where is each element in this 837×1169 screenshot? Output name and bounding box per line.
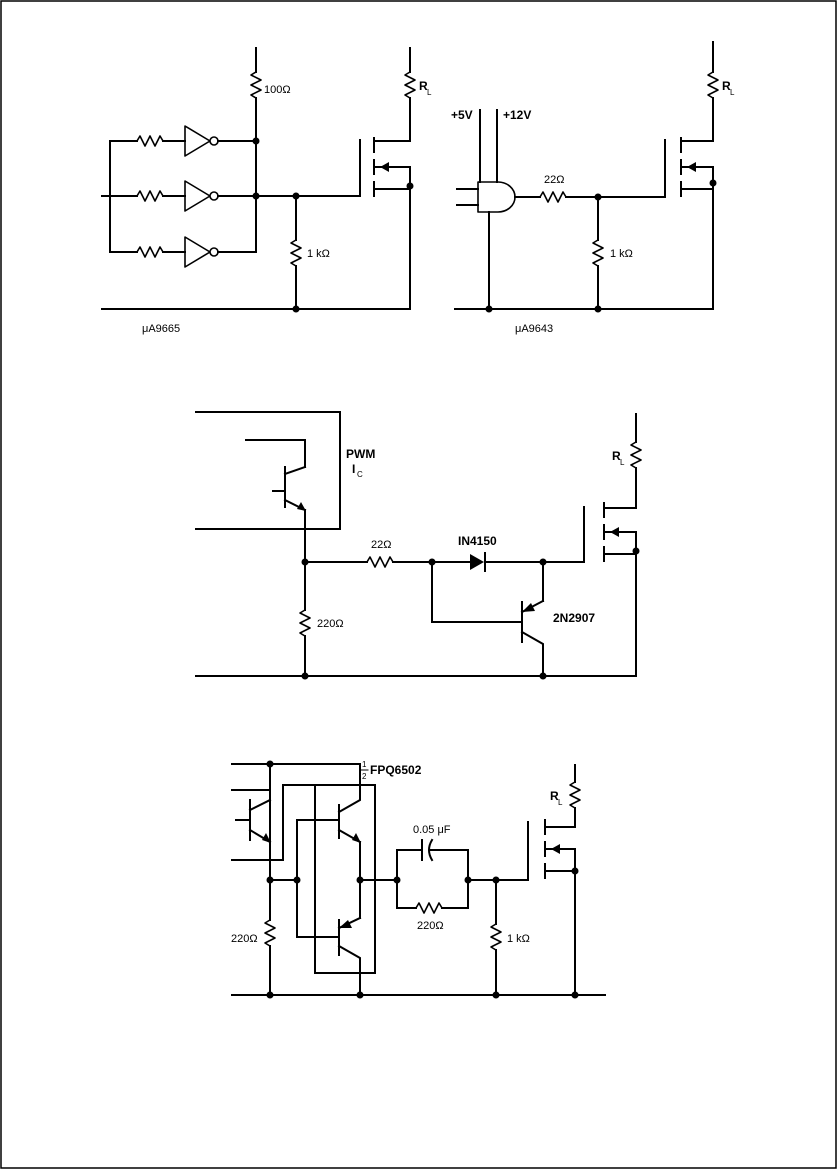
pwm-ic-sub-main: I — [352, 462, 355, 476]
ua9665-r-gate-label: 1 kΩ — [307, 248, 330, 260]
circuit-pwm-ic: PWM I C 22Ω IN4150 220Ω 2N2907 R L — [195, 411, 642, 680]
pwm-r-series-label: 22Ω — [371, 539, 391, 551]
ua9643-load-label: R — [722, 79, 731, 93]
fpq-r-pull-label: 220Ω — [231, 933, 258, 945]
pwm-transistor-label: 2N2907 — [553, 611, 595, 625]
pwm-r-pull-label: 220Ω — [317, 618, 344, 630]
pwm-diode-label: IN4150 — [458, 534, 497, 548]
fpq-load-subscript: L — [558, 798, 563, 807]
fpq-ic-label: FPQ6502 — [370, 763, 422, 777]
pwm-ic-subscript: C — [357, 470, 363, 479]
circuit-fpq6502: 1 2 FPQ6502 0.05 μF 220Ω 220Ω 1 kΩ R L — [231, 760, 606, 999]
ua9643-load-subscript: L — [730, 88, 735, 97]
ua9665-load-label: R — [419, 79, 428, 93]
circuit-ua9643: +5V +12V 22Ω 1 kΩ R L μA9643 — [451, 41, 735, 335]
ua9665-load-subscript: L — [427, 88, 432, 97]
fpq-frac-num: 1 — [362, 760, 367, 769]
fpq-frac-den: 2 — [362, 772, 367, 781]
pwm-load-label: R — [612, 449, 621, 463]
ua9665-r-top-label: 100Ω — [264, 84, 291, 96]
ua9665-caption: μA9665 — [142, 323, 180, 335]
fpq-cap-label: 0.05 μF — [413, 824, 451, 836]
fpq-r-gate-label: 1 kΩ — [507, 933, 530, 945]
ua9643-caption: μA9643 — [515, 323, 553, 335]
circuit-ua9665: 100Ω 1 kΩ R L μA9665 — [101, 47, 432, 335]
pwm-ic-label: PWM — [346, 447, 375, 461]
ua9643-r-series-label: 22Ω — [544, 174, 564, 186]
ua9643-supply-12v-label: +12V — [503, 108, 531, 122]
fpq-r-series-label: 220Ω — [417, 920, 444, 932]
fpq-load-label: R — [550, 789, 559, 803]
pwm-load-subscript: L — [620, 458, 625, 467]
ua9643-supply-5v-label: +5V — [451, 108, 473, 122]
ua9643-r-gate-label: 1 kΩ — [610, 248, 633, 260]
